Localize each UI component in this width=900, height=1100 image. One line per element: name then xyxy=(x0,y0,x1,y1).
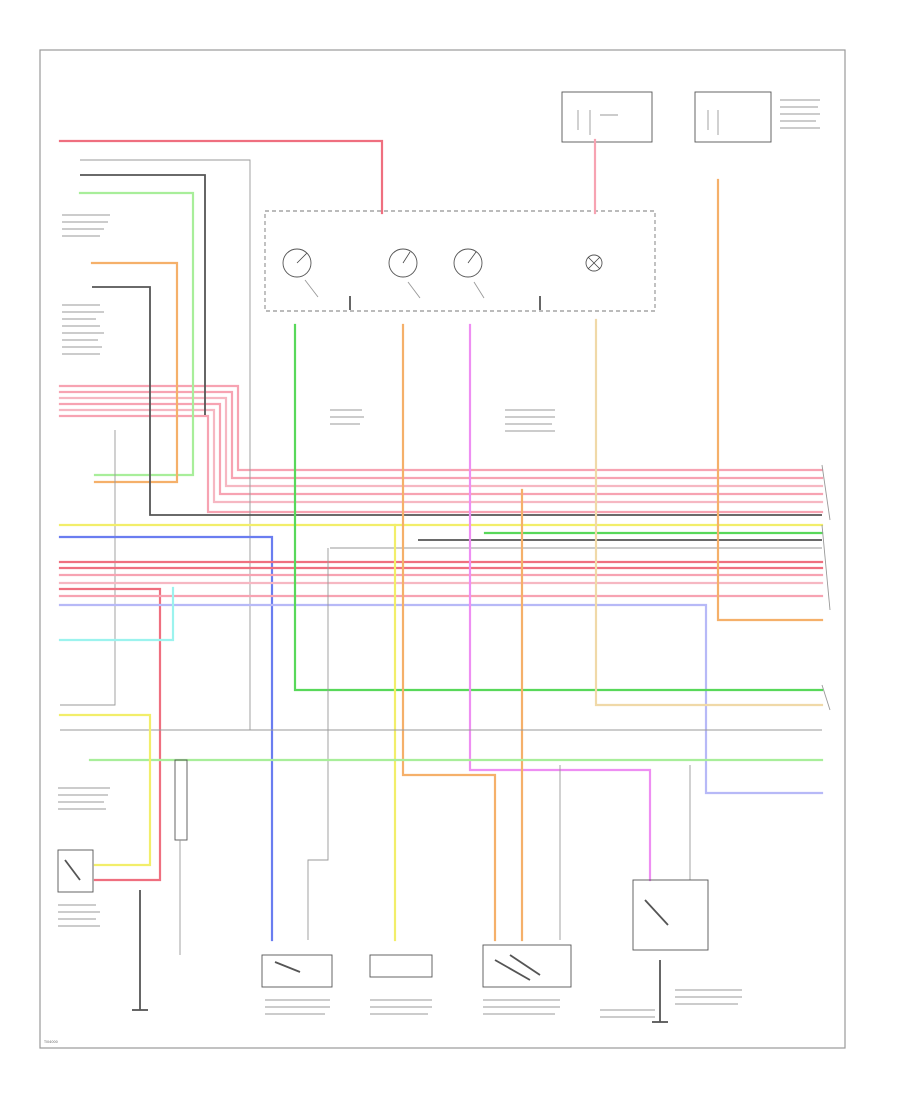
wire-gray-drop xyxy=(307,548,329,940)
label-block-bottom xyxy=(265,989,742,1018)
component-bottom-2 xyxy=(369,954,433,978)
wire-black-switch xyxy=(92,286,822,516)
label-block-left-2 xyxy=(62,304,104,355)
component-relay-left xyxy=(174,759,188,955)
wire-red-top xyxy=(58,139,384,215)
component-bottom-1 xyxy=(261,954,333,988)
label-block-left-3 xyxy=(58,787,110,810)
label-block-left-1 xyxy=(62,214,110,237)
wire-black-top xyxy=(80,174,206,415)
page-id-text: Tl04000 xyxy=(43,1040,58,1044)
label-block-right-top xyxy=(780,99,820,129)
fuse-block-hot-in-run xyxy=(561,91,653,143)
label-block-bottom-left xyxy=(58,904,100,927)
wire-orange-right xyxy=(716,178,824,622)
wire-gray-top xyxy=(80,159,251,730)
diagram-frame xyxy=(39,49,846,1049)
component-bottom-3 xyxy=(482,944,572,988)
wire-yellow-low xyxy=(58,713,152,867)
label-block-mid-right xyxy=(505,409,555,432)
ground-left xyxy=(132,890,148,1011)
wire-light-green-top xyxy=(78,191,195,477)
indicator-lamp xyxy=(585,254,603,272)
wire-gray-vertical xyxy=(60,430,116,706)
wire-red-drop xyxy=(58,587,162,882)
wire-tan-long xyxy=(594,318,824,707)
wire-orange-long xyxy=(401,323,497,942)
wire-light-blue-low xyxy=(58,603,824,795)
ground-right xyxy=(652,960,668,1023)
wire-orange-switch xyxy=(90,261,179,484)
connector-ticks-right xyxy=(821,464,831,711)
wire-blue-mid xyxy=(58,535,274,942)
component-fuel-sender xyxy=(632,879,709,951)
gauge-3 xyxy=(453,248,485,299)
wire-cyan-low xyxy=(58,586,175,642)
wire-green-long xyxy=(293,323,824,692)
gauge-2 xyxy=(388,248,421,299)
wire-bundle-upper xyxy=(58,384,824,514)
label-block-mid-left xyxy=(330,409,364,425)
fuse-block-hot-at-all-times xyxy=(694,91,772,143)
gauge-1 xyxy=(282,248,319,298)
component-left-sensor xyxy=(57,849,94,893)
